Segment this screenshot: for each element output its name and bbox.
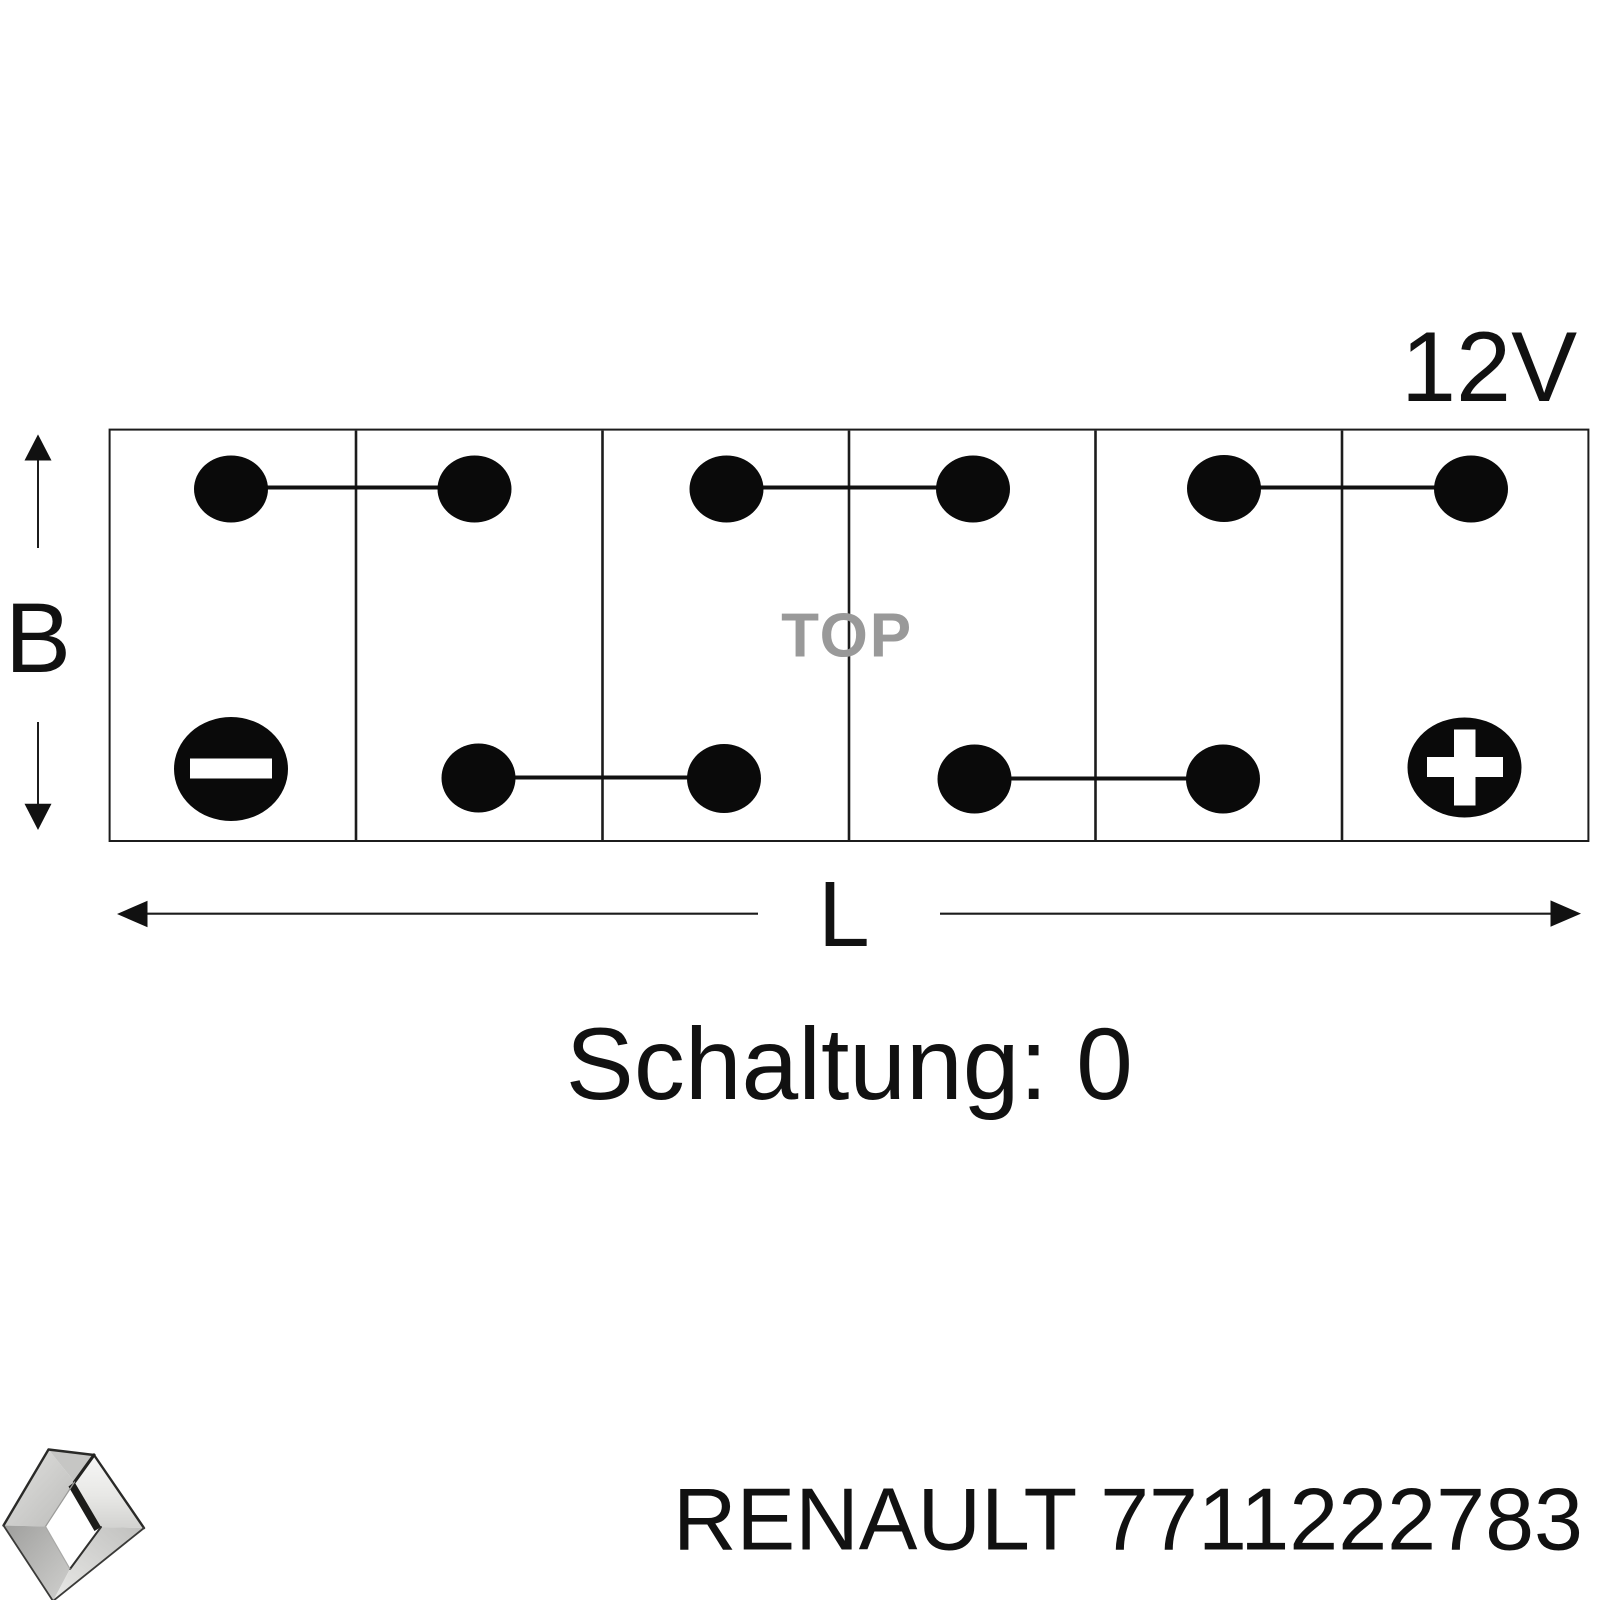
svg-text:Schaltung: 0: Schaltung: 0	[566, 1007, 1133, 1121]
svg-text:RENAULT 7711222783: RENAULT 7711222783	[673, 1470, 1583, 1569]
svg-text:12V: 12V	[1401, 311, 1577, 422]
svg-text:B: B	[5, 582, 71, 693]
svg-text:TOP: TOP	[781, 602, 913, 671]
svg-text:L: L	[818, 862, 870, 966]
